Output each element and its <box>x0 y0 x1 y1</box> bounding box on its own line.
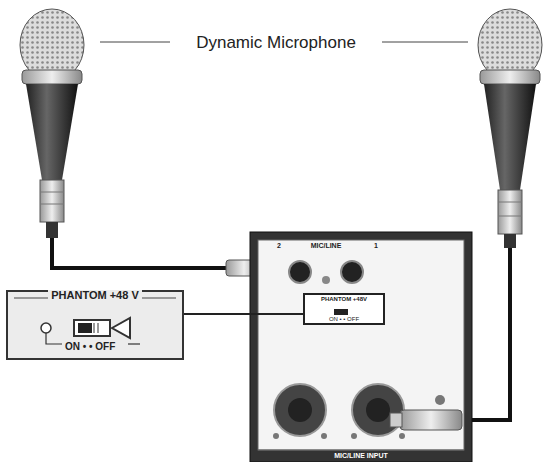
jack-label: MIC/LINE <box>311 242 342 250</box>
switch-position: ON • • OFF <box>329 316 359 323</box>
switch-position: ON • • OFF <box>62 341 118 352</box>
leader-line <box>382 42 468 43</box>
callout-label: Dynamic Microphone <box>196 34 356 53</box>
leader-line <box>100 42 170 43</box>
panel-label: MIC/LINE INPUT <box>334 452 388 460</box>
callout-line <box>184 313 304 315</box>
switch-label: PHANTOM +48V <box>321 296 367 303</box>
jack-number: 2 <box>277 242 281 250</box>
callout-heading: PHANTOM +48 V <box>48 290 142 302</box>
xlr-plug <box>390 410 462 430</box>
callout-box: PHANTOM +48 V ON • • OFF <box>6 290 184 360</box>
cable <box>52 238 226 268</box>
microphone-right <box>478 9 542 248</box>
interface-panel <box>250 232 472 462</box>
microphone-left <box>20 9 84 238</box>
jack-number: 1 <box>374 242 378 250</box>
